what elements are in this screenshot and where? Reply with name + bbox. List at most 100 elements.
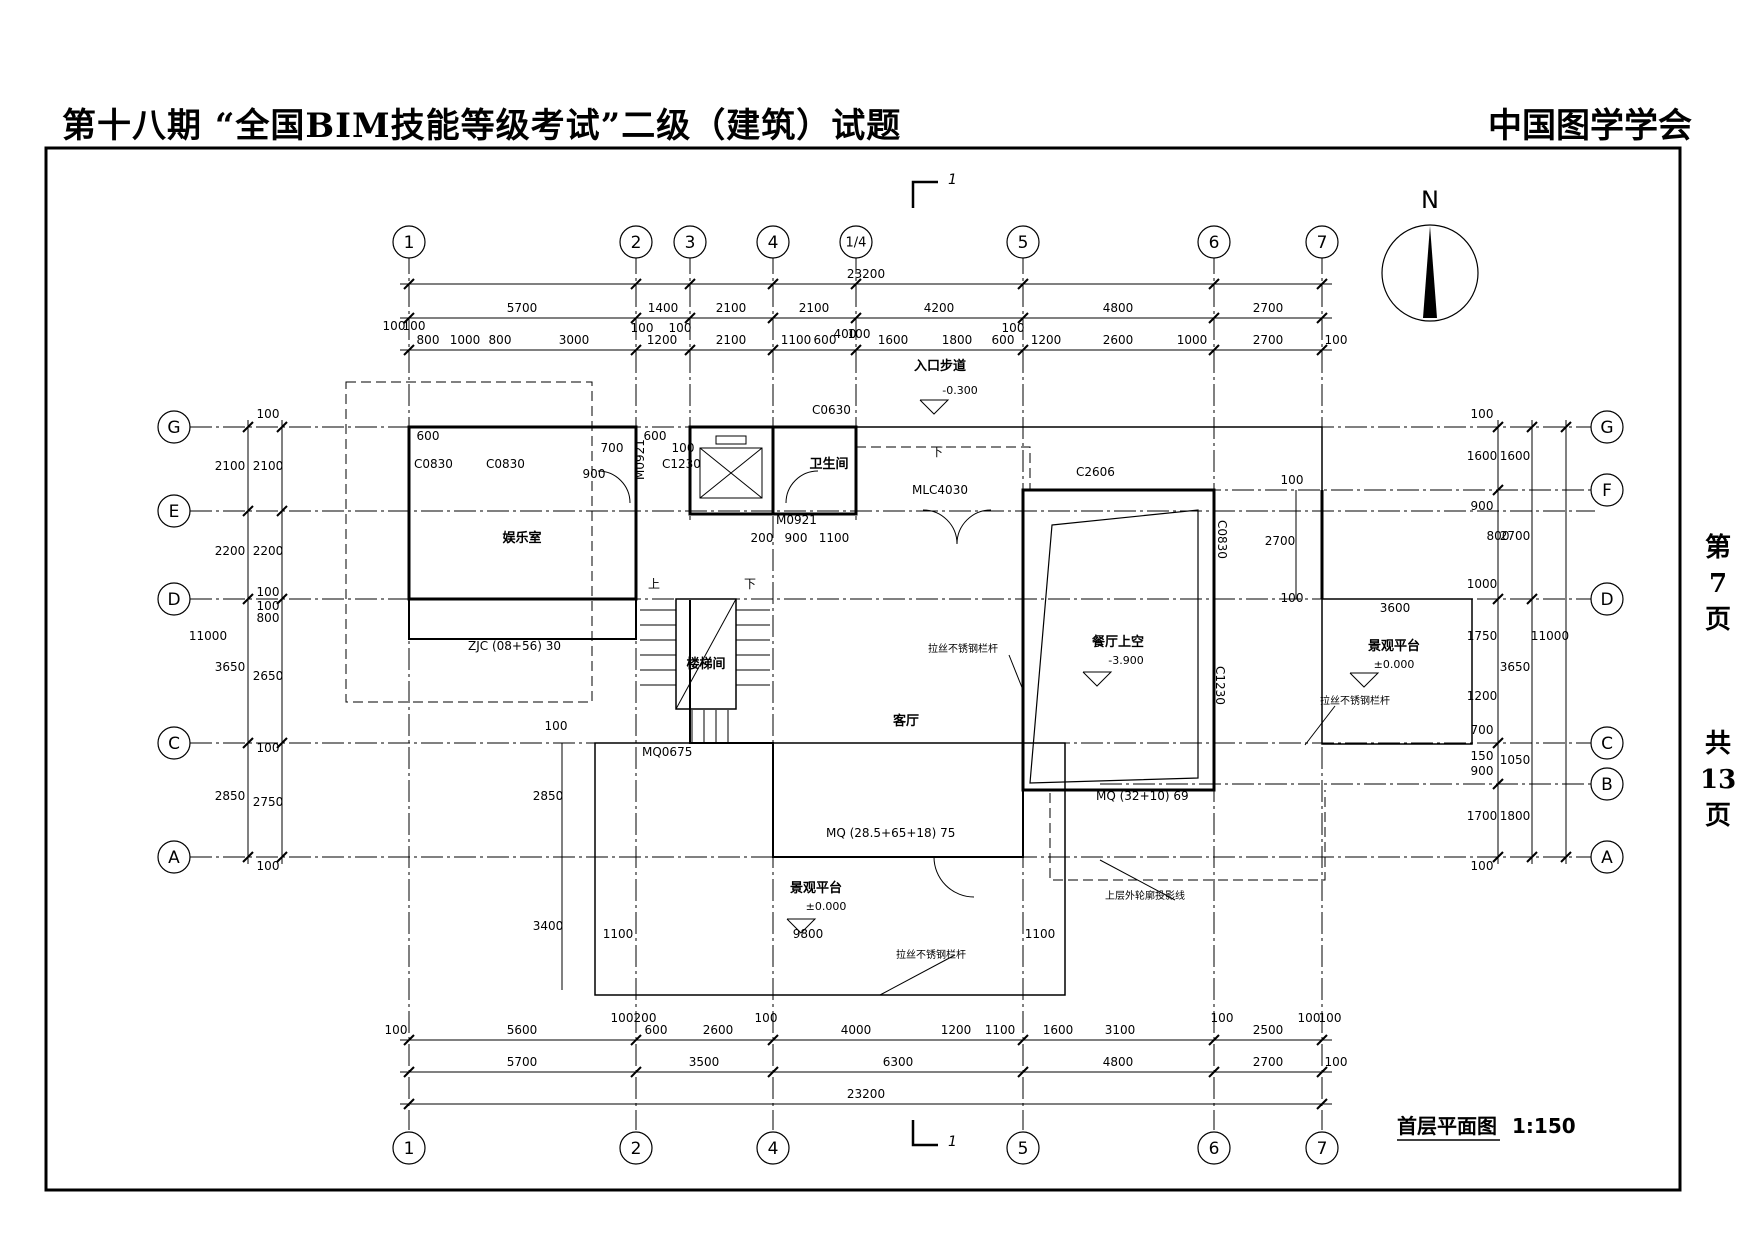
axis-label: 7 [1317, 233, 1328, 253]
dim-text: 23200 [847, 267, 885, 281]
dim-text: 1100 [985, 1023, 1016, 1037]
dim-text: 1800 [1500, 809, 1531, 823]
organization-name: 中国图学学会 [1488, 106, 1692, 146]
dim-text: 1050 [1500, 753, 1531, 767]
total-label: 共 [1704, 729, 1731, 759]
stair-label: 下 [744, 577, 756, 591]
dim-text: 2700 [1265, 534, 1296, 548]
room-name: 餐厅上空 [1091, 634, 1144, 650]
dim-text: 900 [583, 467, 606, 481]
axis-bubble [619, 225, 653, 259]
dim-text: 5600 [507, 1023, 538, 1037]
dim-text: 2700 [1253, 333, 1284, 347]
dim-text: 800 [1487, 529, 1510, 543]
page-label: 第 [1704, 533, 1731, 563]
axis-bubble [1197, 1131, 1231, 1165]
leader-lines [879, 654, 1336, 996]
window-label: C1230 [662, 457, 701, 471]
dim-text: 100 [257, 741, 280, 755]
axis-label: 4 [768, 233, 779, 253]
axis-bubble [1590, 726, 1624, 760]
dim-text: 800 [417, 333, 440, 347]
outline-label: 上层外轮廓投影线 [1105, 889, 1185, 902]
dim-text: 700 [601, 441, 624, 455]
axis-label: E [169, 502, 180, 522]
total-number: 13 [1700, 765, 1737, 795]
door-label: M0921 [776, 513, 817, 527]
dim-text: 3100 [1105, 1023, 1136, 1037]
dim-text: 1600 [1467, 449, 1498, 463]
dim-text: 2200 [253, 544, 284, 558]
dimension-lines [247, 283, 1567, 1105]
dim-text: 4800 [1103, 301, 1134, 315]
dim-text: 2100 [215, 459, 246, 473]
dim-text: 900 [785, 531, 808, 545]
dim-text: 4000 [841, 1023, 872, 1037]
dim-text: 100 [1325, 333, 1348, 347]
dim-text: 100 [1471, 859, 1494, 873]
dim-text: 2200 [215, 544, 246, 558]
axis-bubble [157, 726, 191, 760]
dim-text: 1200 [1031, 333, 1062, 347]
dim-text: 800 [257, 611, 280, 625]
axis-bubble [756, 225, 790, 259]
dim-text: 2100 [253, 459, 284, 473]
dim-text: 900 [1471, 499, 1494, 513]
dim-text: 1600 [1043, 1023, 1074, 1037]
window-label: C0830 [486, 457, 525, 471]
dim-text: 100 [1281, 591, 1304, 605]
level-value: ±0.000 [806, 900, 847, 913]
dim-text: 3650 [1500, 660, 1531, 674]
dim-text: 1000 [1467, 577, 1498, 591]
dim-text: 1200 [941, 1023, 972, 1037]
dim-text: 1200 [647, 333, 678, 347]
dim-text: 100 [257, 407, 280, 421]
dim-text: 1100 [1025, 927, 1056, 941]
dim-text: 800 [489, 333, 512, 347]
axis-label: 6 [1209, 1139, 1220, 1159]
dim-text: 11000 [189, 629, 227, 643]
axis-bubble [157, 410, 191, 444]
room-name: 卫生间 [809, 456, 848, 472]
axis-label: 5 [1018, 233, 1029, 253]
level-value: -0.300 [942, 384, 977, 397]
section-marker-label: 1 [948, 1134, 957, 1150]
door-label: M0921 [633, 439, 647, 480]
door-label: MQ0675 [642, 745, 692, 759]
dim-text: 1200 [1467, 689, 1498, 703]
page-title: 第十八期 “全国BIM技能等级考试”二级（建筑）试题 [62, 106, 902, 146]
dim-text: 600 [814, 333, 837, 347]
dim-text: 600 [645, 1023, 668, 1037]
axis-label: 3 [685, 233, 696, 253]
room-name: 楼梯间 [686, 656, 725, 672]
section-marker [911, 180, 938, 1147]
axis-bubble [1590, 767, 1624, 801]
dim-text: 400 [834, 327, 857, 341]
axis-bubble [392, 1131, 426, 1165]
axis-bubble [1006, 1131, 1040, 1165]
room-name: 景观平台 [1368, 638, 1420, 654]
axis-label: 6 [1209, 233, 1220, 253]
axis-label: 5 [1018, 1139, 1029, 1159]
dim-text: 2700 [1253, 1055, 1284, 1069]
dim-text: 100 [669, 321, 692, 335]
dim-text: 2100 [799, 301, 830, 315]
dim-text: 1600 [878, 333, 909, 347]
axis-label: 2 [631, 233, 642, 253]
axis-bubble [673, 225, 707, 259]
dim-text: 900 [1471, 764, 1494, 778]
dim-text: 100 [1002, 321, 1025, 335]
axis-bubble [1305, 225, 1339, 259]
dim-text: 3650 [215, 660, 246, 674]
dim-text: 100 [545, 719, 568, 733]
room-name: 景观平台 [790, 880, 842, 896]
dim-text: 1700 [1467, 809, 1498, 823]
axis-label: F [1602, 481, 1612, 501]
dim-text: 4800 [1103, 1055, 1134, 1069]
axis-bubble [1006, 225, 1040, 259]
dim-text: 2650 [253, 669, 284, 683]
dim-text: 1800 [942, 333, 973, 347]
axis-label: A [1601, 848, 1613, 868]
dim-text: 600 [417, 429, 440, 443]
